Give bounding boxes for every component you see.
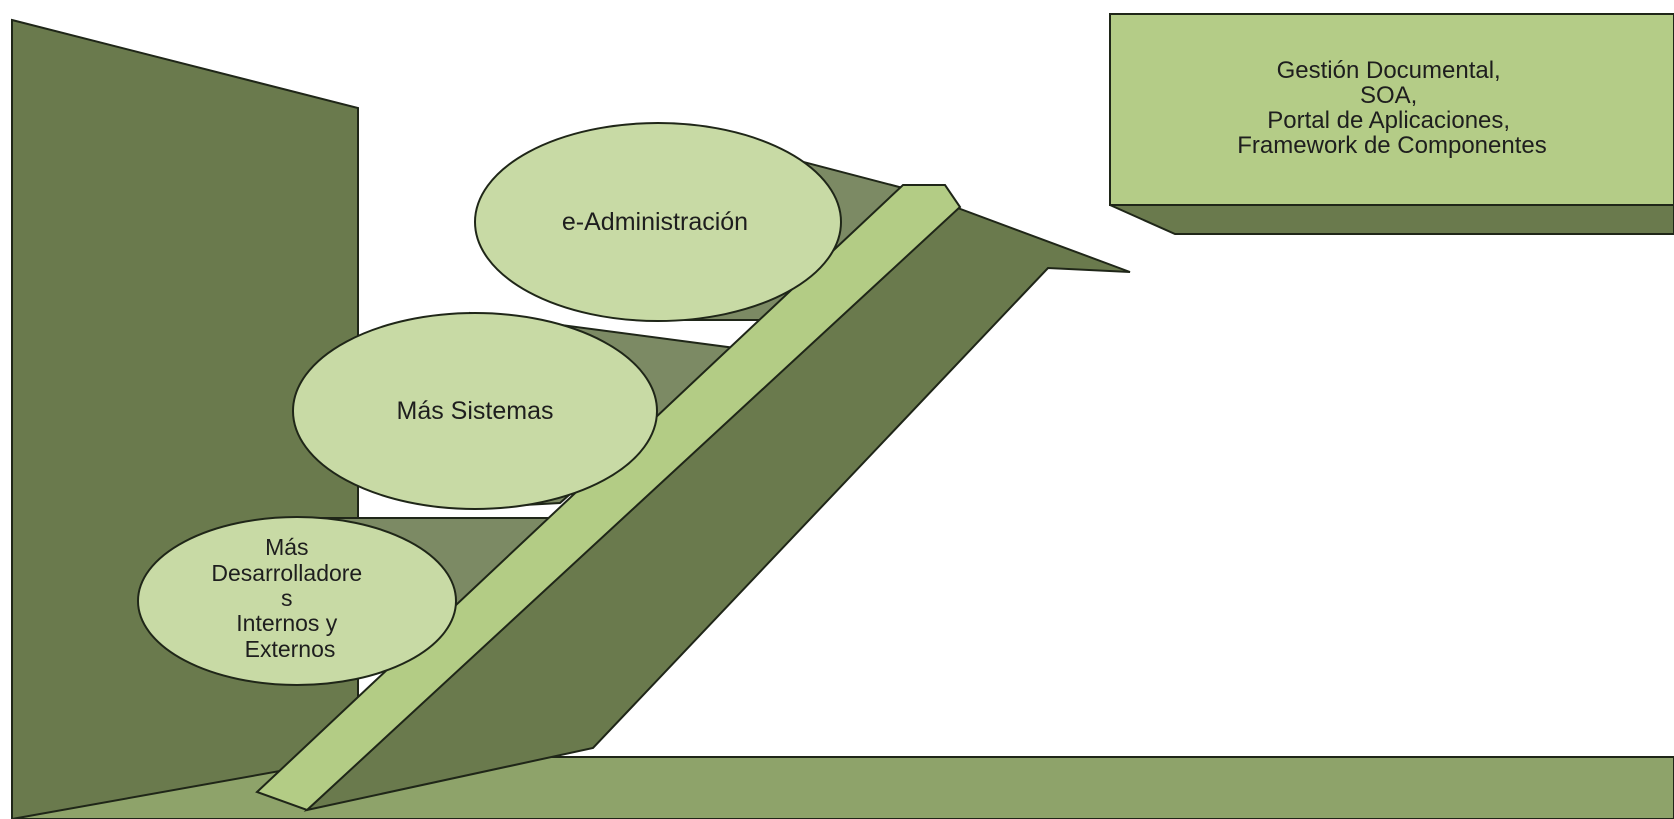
result-box-line: Portal de Aplicaciones, [1267, 107, 1510, 134]
step-label-middle: Más Sistemas [397, 397, 554, 425]
step-label-line: Internos y [236, 610, 337, 636]
result-box-text: Gestión Documental, SOA, Portal de Aplic… [1237, 57, 1546, 159]
step-label-line: Más [265, 534, 308, 560]
step-circle-top [474, 122, 842, 322]
result-box-line: Framework de Componentes [1237, 132, 1546, 159]
result-box-line: Gestión Documental, [1277, 57, 1501, 84]
step-circle-bottom [137, 516, 457, 686]
step-label-line: Externos [245, 636, 336, 662]
step-label-top: e-Administración [562, 208, 748, 236]
result-box [1109, 13, 1674, 206]
result-box-bevel [1109, 204, 1674, 235]
step-label-line: e-Administración [562, 208, 748, 236]
step-label-line: Más Sistemas [397, 397, 554, 425]
step-label-bottom: Más Desarrolladore s Internos y Externos [211, 534, 368, 662]
step-circle-middle [292, 312, 658, 510]
step-label-line: s [281, 585, 293, 611]
result-box-line: SOA, [1360, 82, 1417, 109]
step-label-line: Desarrolladore [211, 560, 362, 586]
